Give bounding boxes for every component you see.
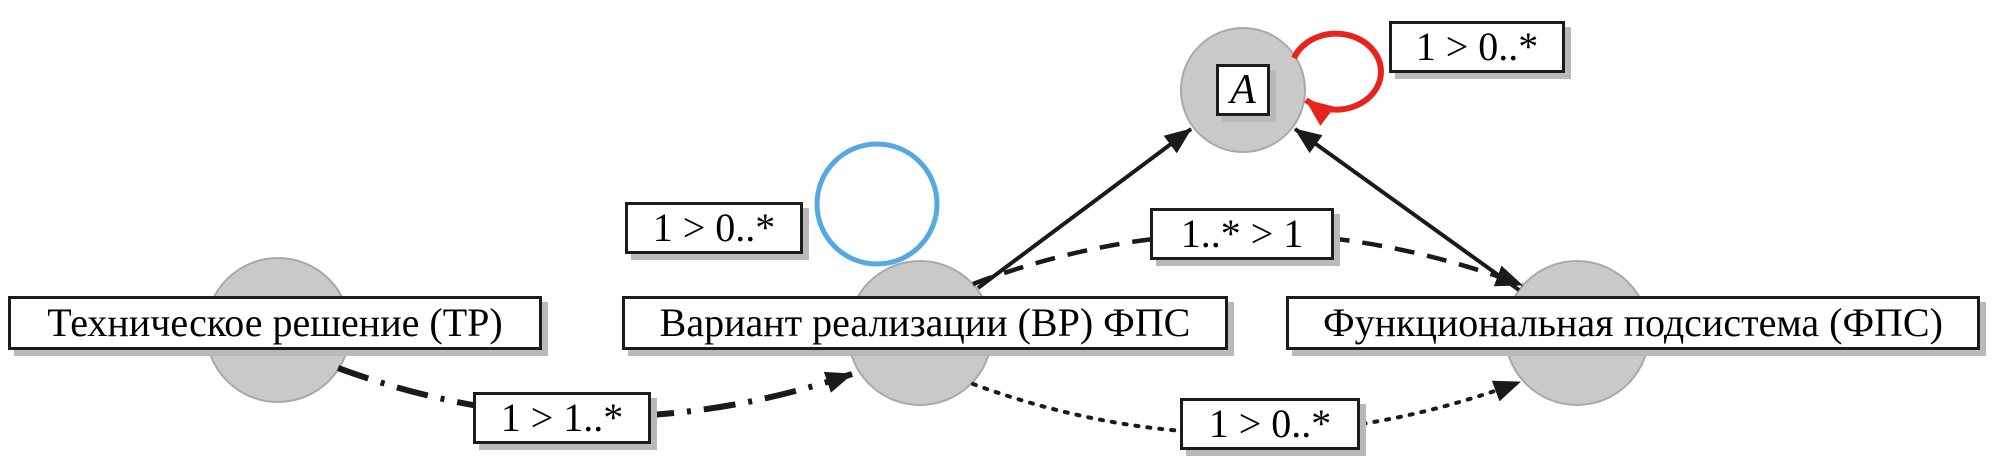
node-label-tr: Техническое решение (ТР) xyxy=(8,296,542,350)
node-label-vr: Вариант реализации (ВР) ФПС xyxy=(622,296,1228,350)
edge-vr-to-a xyxy=(976,127,1193,290)
edge-label-a-self-loop: 1 > 0..* xyxy=(1389,21,1565,73)
vr-self-loop-edge xyxy=(814,141,940,267)
node-label-a: A xyxy=(1216,64,1270,116)
edge-label-tr-to-vr: 1 > 1..* xyxy=(473,392,651,444)
edge-label-vr-self-loop: 1 > 0..* xyxy=(625,202,803,254)
node-label-fps: Функциональная подсистема (ФПС) xyxy=(1286,296,1980,350)
edge-label-vr-to-fps-dotted: 1 > 0..* xyxy=(1180,398,1360,450)
edge-fps-to-a xyxy=(1293,127,1521,292)
edge-label-vr-to-fps-dashed: 1..* > 1 xyxy=(1150,208,1334,260)
a-self-loop-edge xyxy=(1291,30,1384,126)
